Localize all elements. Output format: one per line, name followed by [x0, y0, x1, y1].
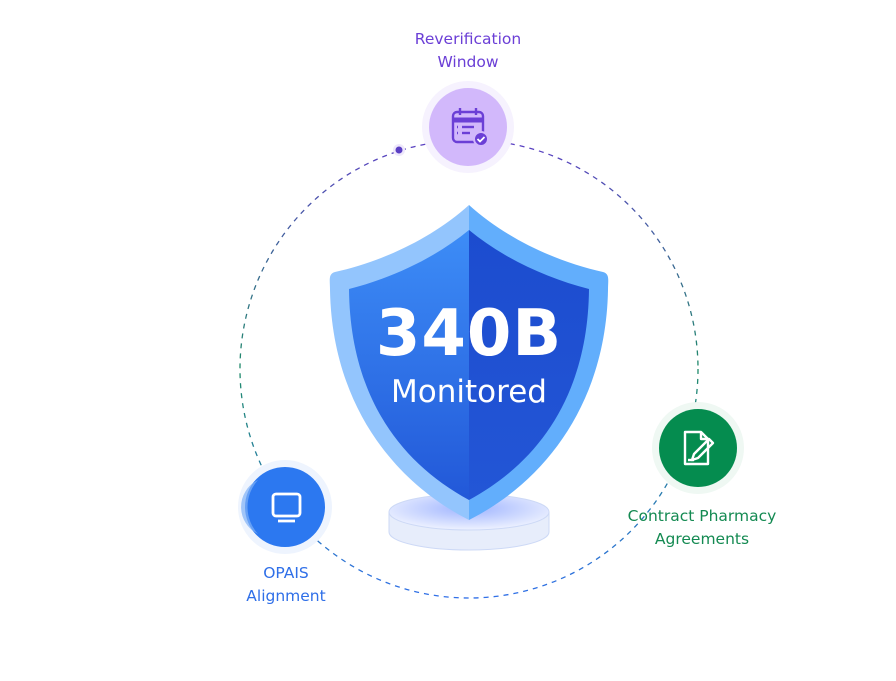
- label-line: Contract Pharmacy: [627, 507, 777, 525]
- center-title: 340B: [375, 297, 563, 371]
- label-line: Window: [437, 53, 499, 71]
- label-line: OPAIS: [263, 564, 309, 582]
- opais-node[interactable]: [238, 460, 332, 554]
- contract-pharmacy-node[interactable]: [652, 402, 744, 494]
- orbit-ring: [239, 139, 699, 599]
- reverification-label: Reverification Window: [348, 28, 588, 74]
- label-line: Agreements: [654, 530, 750, 548]
- document-edit-icon: [683, 430, 715, 466]
- calendar-check-icon: [451, 108, 489, 147]
- monitor-icon: [271, 492, 302, 523]
- label-line: Alignment: [246, 587, 326, 605]
- contract-pharmacy-label: Contract Pharmacy Agreements: [582, 505, 822, 551]
- opais-label: OPAIS Alignment: [166, 562, 406, 608]
- shield: [329, 205, 609, 520]
- center-subtitle: Monitored: [391, 374, 547, 410]
- reverification-node[interactable]: [422, 81, 514, 173]
- label-line: Reverification: [414, 30, 522, 48]
